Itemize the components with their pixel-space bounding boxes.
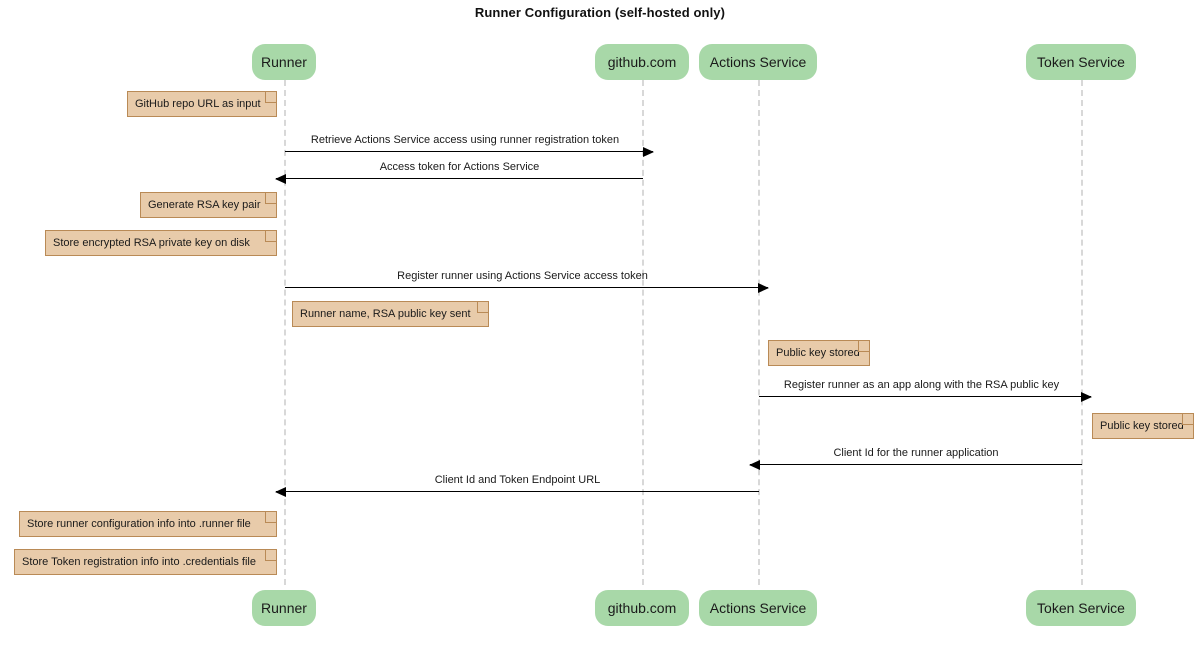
- note-text: Public key stored: [1100, 420, 1184, 432]
- note-fold-corner-icon: [265, 549, 277, 561]
- note-text: Generate RSA key pair: [148, 199, 261, 211]
- participant-label: github.com: [607, 600, 677, 616]
- message-arrow: [275, 174, 643, 184]
- note-text: Store runner configuration info into .ru…: [27, 518, 251, 530]
- message-label: Retrieve Actions Service access using ru…: [310, 134, 620, 146]
- participant-label: Token Service: [1037, 600, 1125, 616]
- participant-runner-top[interactable]: Runner: [252, 44, 316, 80]
- arrowhead-right-icon: [758, 283, 769, 293]
- participant-actions-bottom[interactable]: Actions Service: [699, 590, 817, 626]
- note-box: Generate RSA key pair: [140, 192, 277, 218]
- participant-label: Runner: [261, 54, 307, 70]
- lifeline-github: [642, 80, 644, 585]
- message-arrow: [285, 283, 769, 293]
- note-box: Store encrypted RSA private key on disk: [45, 230, 277, 256]
- participant-label: github.com: [607, 54, 677, 70]
- note-box: Public key stored: [768, 340, 870, 366]
- note-fold-corner-icon: [265, 91, 277, 103]
- note-fold-corner-icon: [265, 511, 277, 523]
- note-fold-corner-icon: [858, 340, 870, 352]
- message-label: Register runner using Actions Service ac…: [397, 270, 648, 282]
- message-arrow: [285, 147, 654, 157]
- note-box: Public key stored: [1092, 413, 1194, 439]
- page-title: Runner Configuration (self-hosted only): [474, 5, 726, 20]
- note-text: Public key stored: [776, 347, 860, 359]
- arrowhead-left-icon: [275, 487, 286, 497]
- note-text: Runner name, RSA public key sent: [300, 308, 471, 320]
- participant-github-bottom[interactable]: github.com: [595, 590, 689, 626]
- note-fold-corner-icon: [265, 192, 277, 204]
- note-box: Store runner configuration info into .ru…: [19, 511, 277, 537]
- message-label: Client Id for the runner application: [833, 447, 999, 459]
- note-box: Store Token registration info into .cred…: [14, 549, 277, 575]
- arrowhead-right-icon: [643, 147, 654, 157]
- message-arrow: [275, 487, 759, 497]
- arrowhead-left-icon: [275, 174, 286, 184]
- participant-token-bottom[interactable]: Token Service: [1026, 590, 1136, 626]
- note-box: GitHub repo URL as input: [127, 91, 277, 117]
- participant-runner-bottom[interactable]: Runner: [252, 590, 316, 626]
- participant-label: Actions Service: [709, 54, 807, 70]
- note-box: Runner name, RSA public key sent: [292, 301, 489, 327]
- lifeline-token: [1081, 80, 1083, 585]
- participant-label: Token Service: [1037, 54, 1125, 70]
- message-label: Client Id and Token Endpoint URL: [434, 474, 601, 486]
- lifeline-actions: [758, 80, 760, 585]
- lifeline-runner: [284, 80, 286, 585]
- arrowhead-right-icon: [1081, 392, 1092, 402]
- participant-label: Runner: [261, 600, 307, 616]
- participant-token-top[interactable]: Token Service: [1026, 44, 1136, 80]
- participant-label: Actions Service: [709, 600, 807, 616]
- note-fold-corner-icon: [265, 230, 277, 242]
- note-text: Store Token registration info into .cred…: [22, 556, 256, 568]
- note-text: Store encrypted RSA private key on disk: [53, 237, 250, 249]
- arrowhead-left-icon: [749, 460, 760, 470]
- message-label: Access token for Actions Service: [379, 161, 540, 173]
- message-label: Register runner as an app along with the…: [783, 379, 1060, 391]
- participant-github-top[interactable]: github.com: [595, 44, 689, 80]
- note-fold-corner-icon: [1182, 413, 1194, 425]
- note-fold-corner-icon: [477, 301, 489, 313]
- note-text: GitHub repo URL as input: [135, 98, 261, 110]
- message-arrow: [749, 460, 1082, 470]
- message-arrow: [759, 392, 1092, 402]
- participant-actions-top[interactable]: Actions Service: [699, 44, 817, 80]
